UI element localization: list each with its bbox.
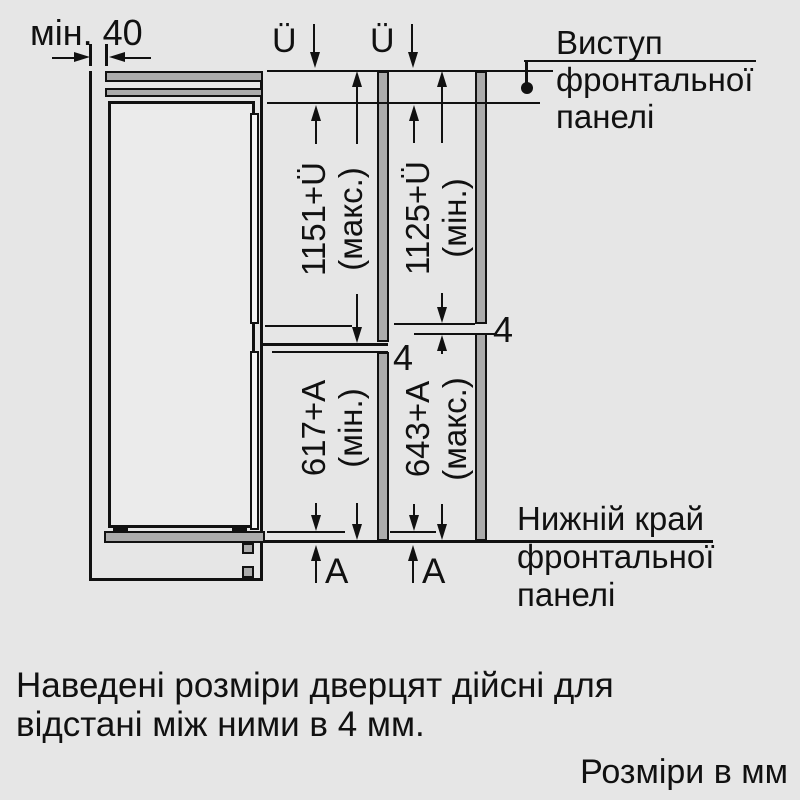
appliance-body (108, 101, 255, 528)
appliance-foot-right (232, 526, 247, 532)
door-dimensions-note: Наведені розміри дверцят дійсні для відс… (16, 666, 614, 744)
hinge-block-upper (242, 543, 254, 554)
cabinet-top-strip-upper (105, 71, 263, 82)
top-callout-dot-icon (521, 82, 533, 94)
gap-label-left: 4 (393, 337, 414, 378)
hinge-block-lower (242, 566, 254, 578)
left-bracket-top-shaft (315, 118, 317, 154)
a-ref-right-arrow-icon (408, 545, 418, 561)
callout-line: фронтальної (556, 61, 754, 98)
appliance-door-split-projection-line (265, 325, 352, 327)
a-ref-left-shaft (315, 559, 317, 583)
dim-value: 1125+Ü (399, 160, 436, 276)
dim40-arrow-left-head-icon (109, 52, 125, 62)
min-clearance-label: мін. 40 (30, 12, 143, 53)
dim-label-right-upper: 1125+Ü (мін.) (399, 143, 473, 293)
overhang-label-left: Ü (272, 22, 297, 60)
appliance-plinth-bar (104, 531, 265, 543)
dim40-arrow-right-shaft (125, 57, 151, 59)
a-ref-left-arrow-icon (311, 545, 321, 561)
overhang-arrow-left-shaft (313, 24, 315, 54)
dim-label-left-lower: 617+A (мін.) (295, 353, 369, 503)
note-line: Наведені розміри дверцят дійсні для (16, 666, 614, 705)
cabinet-right-wall (260, 71, 263, 581)
dim-643-arrow-bottom-icon (437, 524, 447, 540)
overhang-arrow-right-head-icon (408, 52, 418, 68)
units-note: Розміри в мм (580, 753, 788, 791)
left-bracket-top-arrow-icon (311, 105, 321, 121)
appliance-bottom-line-right (390, 531, 436, 533)
front-panel-right-lower (475, 333, 487, 541)
callout-line: Нижній край (517, 500, 705, 537)
callout-front-panel-bottom-edge: Нижній край фронтальної панелі (517, 500, 714, 614)
callout-line: Виступ (556, 24, 663, 61)
note-line: відстані між ними в 4 мм. (16, 705, 425, 744)
right-gap-top-line (394, 323, 475, 325)
overhang-label-right: Ü (370, 22, 395, 60)
callout-front-panel-protrusion: Виступ фронтальної панелі (556, 24, 753, 135)
overhang-arrow-right-shaft (411, 24, 413, 54)
dim-1125-arrow-bottom-icon (437, 307, 447, 323)
dim-value: 617+A (295, 379, 332, 477)
dim-qualifier: (мін.) (436, 178, 473, 258)
dim40-tick-right (105, 44, 108, 66)
cabinet-bottom (89, 578, 263, 581)
panel-bottom-reference-line (265, 540, 713, 543)
dim-label-left-upper: 1151+Ü (макс.) (295, 144, 369, 294)
right-gap-bottom-line (414, 333, 497, 335)
dim-qualifier: (мін.) (332, 388, 369, 468)
callout-line: фронтальної (517, 538, 715, 575)
a-ref-label-right: A (422, 552, 446, 591)
dim-qualifier: (макс.) (436, 377, 473, 481)
dim40-arrow-left-shaft (52, 57, 76, 59)
appliance-door-lower (250, 351, 259, 530)
a-ref-right-shaft (412, 559, 414, 583)
left-gap-bottom-line (272, 351, 388, 353)
left-bracket-bottom-shaft (315, 492, 317, 518)
top-callout-leader (525, 61, 528, 85)
a-ref-label-left: A (325, 552, 349, 591)
dim-1151-arrow-bottom-icon (352, 327, 362, 343)
gap-label-right: 4 (493, 309, 514, 350)
right-bracket-bottom-shaft (413, 492, 415, 518)
callout-line: панелі (517, 576, 616, 613)
panel-top-reference-line (267, 70, 553, 72)
callout-line: панелі (556, 98, 655, 135)
front-panel-right-upper (475, 71, 487, 324)
front-panel-left-lower (377, 352, 389, 541)
cabinet-left-wall (89, 71, 92, 581)
dim-qualifier: (макс.) (332, 167, 369, 271)
dim-617-arrow-bottom-icon (352, 524, 362, 540)
appliance-door-upper (250, 113, 259, 324)
dim-1151-arrow-top-icon (352, 71, 362, 87)
right-bracket-bottom-arrow-icon (409, 515, 419, 531)
dim40-arrow-right-head-icon (74, 52, 90, 62)
front-panel-left-upper (377, 71, 389, 342)
right-bracket-top-arrow-icon (409, 105, 419, 121)
dim-1125-arrow-top-icon (437, 71, 447, 87)
left-gap-top-line (263, 343, 388, 346)
left-bracket-bottom-arrow-icon (311, 515, 321, 531)
dim40-tick-left (89, 44, 92, 66)
appliance-bottom-line-left (267, 531, 345, 533)
right-bracket-top-shaft (413, 118, 415, 154)
top-callout-underline (524, 60, 756, 62)
dim-value: 1151+Ü (295, 161, 332, 277)
niche-top-reference-line (267, 102, 540, 104)
appliance-foot-left (113, 526, 128, 532)
overhang-arrow-left-head-icon (310, 52, 320, 68)
cabinet-top-strip-lower (105, 88, 263, 97)
